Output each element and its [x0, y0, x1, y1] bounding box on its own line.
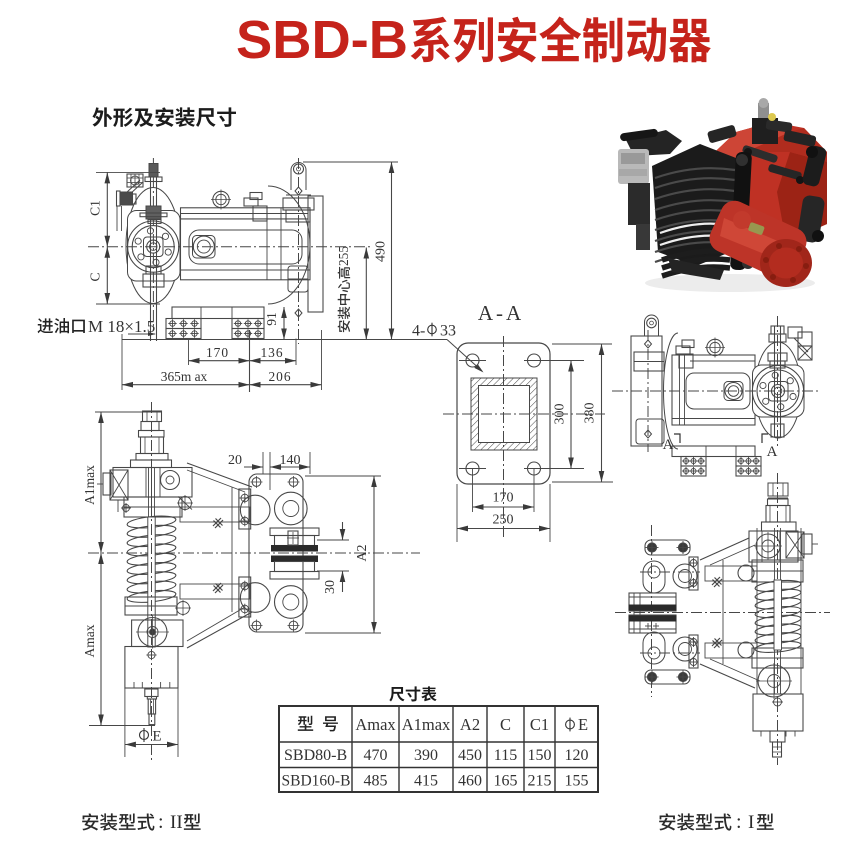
svg-text:4-: 4-	[412, 323, 425, 340]
svg-text:C: C	[88, 272, 103, 281]
svg-text:120: 120	[565, 747, 589, 764]
svg-text:A-A: A-A	[478, 301, 524, 325]
svg-text:250: 250	[493, 513, 514, 528]
svg-text:155: 155	[565, 773, 589, 790]
svg-text:A1max: A1max	[402, 715, 451, 734]
svg-text:I: I	[748, 812, 754, 833]
svg-text:E: E	[578, 715, 588, 734]
svg-text:300: 300	[553, 404, 568, 425]
svg-text:A: A	[767, 444, 778, 460]
svg-text:460: 460	[458, 773, 482, 790]
svg-text:165: 165	[494, 773, 518, 790]
svg-text::: :	[736, 811, 742, 833]
svg-text::: :	[158, 811, 164, 833]
svg-text:215: 215	[528, 773, 552, 790]
svg-text:C: C	[500, 715, 511, 734]
svg-text:450: 450	[458, 747, 482, 764]
svg-text:A2: A2	[460, 715, 480, 734]
svg-text:365m ax: 365m ax	[161, 369, 208, 384]
svg-text:390: 390	[414, 747, 438, 764]
svg-text:150: 150	[528, 747, 552, 764]
svg-text:490: 490	[374, 241, 389, 262]
svg-text:Amax: Amax	[355, 715, 396, 734]
svg-text:115: 115	[494, 747, 517, 764]
svg-text:470: 470	[364, 747, 388, 764]
svg-text:255: 255	[336, 246, 351, 266]
svg-text:SBD80-B: SBD80-B	[284, 747, 347, 764]
svg-text:SBD160-B: SBD160-B	[282, 773, 351, 790]
svg-text:380: 380	[583, 403, 598, 424]
svg-text:415: 415	[414, 773, 438, 790]
svg-text:C1: C1	[88, 200, 103, 216]
svg-text:C1: C1	[530, 715, 549, 734]
svg-text:Amax: Amax	[82, 624, 97, 657]
svg-text:136: 136	[260, 345, 283, 360]
svg-text:206: 206	[268, 369, 291, 384]
svg-text:E: E	[152, 729, 161, 745]
svg-text:M 18×1.5: M 18×1.5	[88, 317, 155, 336]
svg-text:170: 170	[493, 491, 514, 506]
svg-text:II: II	[170, 812, 183, 833]
svg-text:20: 20	[228, 453, 242, 468]
svg-text:33: 33	[440, 323, 456, 340]
svg-text:140: 140	[280, 453, 301, 468]
svg-text:A1max: A1max	[82, 465, 97, 505]
svg-text:91: 91	[264, 312, 279, 326]
svg-text:A2: A2	[355, 544, 370, 561]
svg-text:170: 170	[206, 345, 229, 360]
svg-text:SBD-B: SBD-B	[236, 10, 408, 70]
svg-text:485: 485	[364, 773, 388, 790]
svg-text:30: 30	[323, 580, 338, 594]
svg-text:A: A	[663, 437, 674, 453]
